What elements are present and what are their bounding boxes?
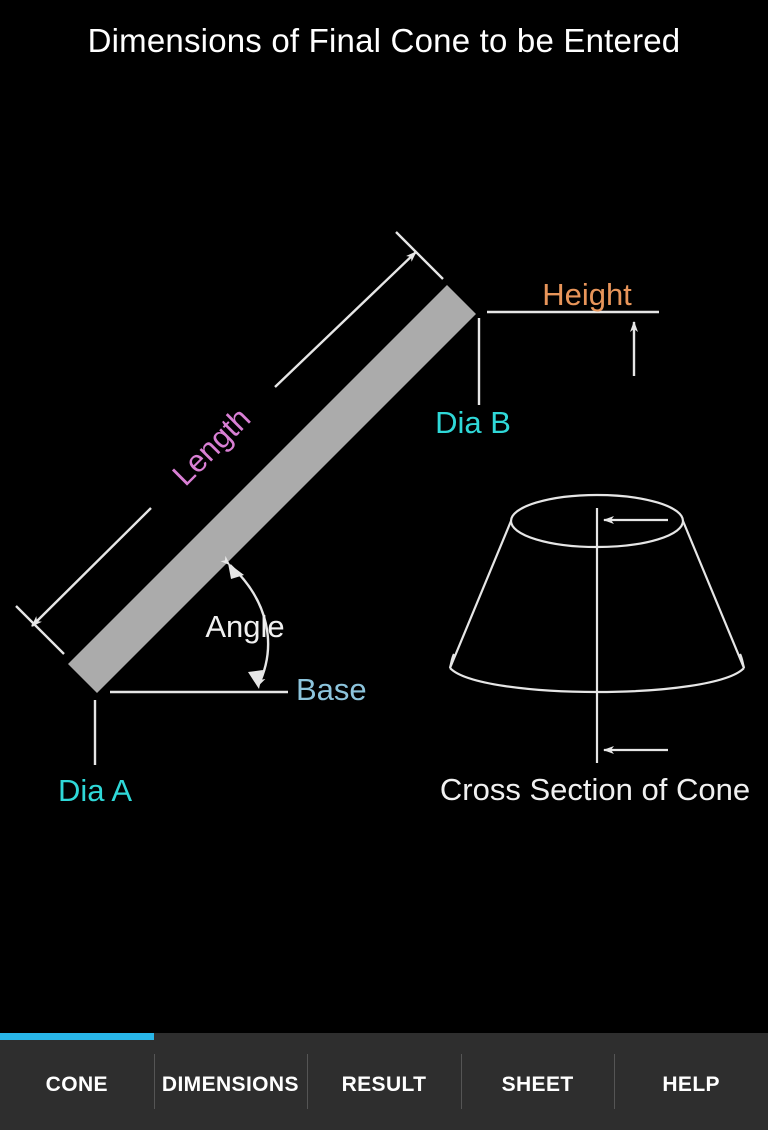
tab-indicator <box>614 1033 768 1040</box>
tab-dimensions-label: DIMENSIONS <box>161 1072 299 1096</box>
active-tab-indicator <box>0 1033 154 1040</box>
tab-sheet[interactable]: SHEET <box>460 1033 615 1130</box>
dia-a-label: Dia A <box>58 773 132 808</box>
tab-result-label: RESULT <box>341 1072 427 1096</box>
cone-radius-arrows <box>603 516 668 754</box>
tab-cone-label: CONE <box>45 1072 108 1096</box>
tab-dimensions[interactable]: DIMENSIONS <box>153 1033 308 1130</box>
tab-indicator <box>461 1033 615 1040</box>
length-label: Length <box>165 400 257 492</box>
tab-sheet-label: SHEET <box>501 1072 574 1096</box>
tab-result[interactable]: RESULT <box>307 1033 461 1130</box>
tab-help[interactable]: HELP <box>614 1033 768 1130</box>
height-dimension <box>487 310 659 376</box>
tab-help-label: HELP <box>662 1072 720 1096</box>
cone-dimension-diagram: Length Angle Base Dia A Dia B He <box>15 231 750 808</box>
tab-indicator <box>307 1033 461 1040</box>
cross-section-label: Cross Section of Cone <box>440 772 750 807</box>
slant-band <box>68 285 476 693</box>
page-title: Dimensions of Final Cone to be Entered <box>87 22 681 59</box>
tab-indicator <box>154 1033 308 1040</box>
length-dimension <box>15 231 444 655</box>
dia-b-label: Dia B <box>435 405 511 440</box>
height-label: Height <box>542 277 632 312</box>
angle-dimension <box>220 555 270 689</box>
base-label: Base <box>296 672 367 707</box>
bottom-tab-bar: CONE DIMENSIONS RESULT SHEET HELP <box>0 1033 768 1130</box>
tab-cone[interactable]: CONE <box>0 1033 154 1130</box>
angle-label: Angle <box>205 609 284 644</box>
